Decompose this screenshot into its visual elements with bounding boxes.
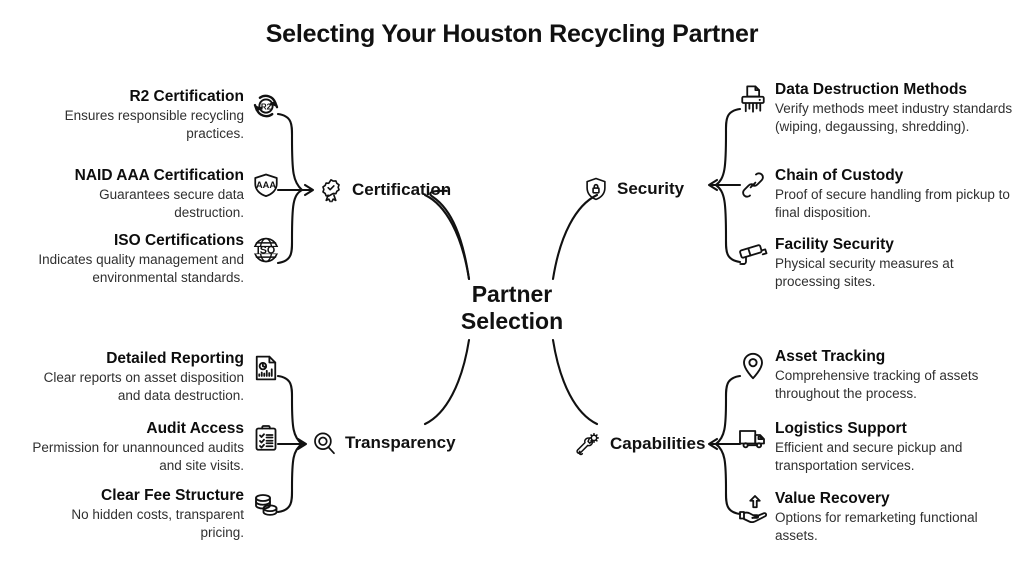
branch-label-capabilities: Capabilities: [610, 434, 706, 453]
paper-shredder-icon: [738, 84, 768, 114]
leaf-item-iso-certifications[interactable]: ISO Certifications Indicates quality man…: [0, 232, 281, 286]
leaf-description: Ensures responsible recycling practices.: [64, 108, 244, 141]
leaf-item-audit-access[interactable]: Audit Access Permission for unannounced …: [0, 420, 281, 474]
center-node-line2: Selection: [460, 308, 564, 335]
leaf-item-facility-security[interactable]: Facility Security Physical security meas…: [738, 236, 1024, 290]
leaf-title: Clear Fee Structure: [101, 487, 244, 504]
page-title: Selecting Your Houston Recycling Partner: [265, 20, 759, 48]
leaf-item-naid-aaa-certification[interactable]: NAID AAA Certification Guarantees secure…: [0, 167, 281, 221]
leaf-title: Facility Security: [775, 236, 894, 253]
shield-lock-icon: [583, 176, 609, 202]
award-badge-icon: [318, 177, 344, 203]
leaf-description: Efficient and secure pickup and transpor…: [775, 440, 963, 473]
branch-node-capabilities[interactable]: Capabilities: [576, 431, 705, 457]
leaf-description: Indicates quality management and environ…: [38, 252, 244, 285]
branch-label-security: Security: [617, 179, 685, 198]
wrench-gear-icon: [576, 431, 602, 457]
leaf-text: Facility Security Physical security meas…: [775, 236, 1015, 290]
leaf-item-asset-tracking[interactable]: Asset Tracking Comprehensive tracking of…: [738, 348, 1024, 402]
leaf-description: Comprehensive tracking of assets through…: [775, 368, 979, 401]
leaf-text: Chain of Custody Proof of secure handlin…: [775, 167, 1024, 221]
leaf-text: Detailed Reporting Clear reports on asse…: [29, 350, 244, 404]
magnifying-glass-icon: [311, 430, 337, 456]
leaf-text: Data Destruction Methods Verify methods …: [775, 81, 1015, 135]
report-chart-document-icon: [251, 353, 281, 383]
center-node: Partner Selection: [412, 281, 612, 335]
leaf-description: Options for remarketing functional asset…: [775, 510, 978, 543]
leaf-title: ISO Certifications: [113, 232, 244, 249]
leaf-title: Logistics Support: [775, 420, 907, 437]
svg-text:ISO: ISO: [257, 244, 276, 256]
leaf-text: R2 Certification Ensures responsible rec…: [29, 88, 244, 142]
leaf-title: R2 Certification: [129, 88, 244, 105]
leaf-title: NAID AAA Certification: [74, 167, 244, 184]
leaf-item-data-destruction-methods[interactable]: Data Destruction Methods Verify methods …: [738, 81, 1024, 135]
hand-up-arrow-icon: [738, 493, 768, 523]
leaf-title: Audit Access: [146, 420, 244, 437]
svg-text:AAA: AAA: [256, 180, 276, 190]
leaf-description: No hidden costs, transparent pricing.: [71, 507, 244, 540]
leaf-text: Asset Tracking Comprehensive tracking of…: [775, 348, 1015, 402]
leaf-title: Data Destruction Methods: [775, 81, 968, 98]
leaf-title: Chain of Custody: [775, 167, 904, 184]
r2-recycling-icon: R2: [251, 91, 281, 121]
leaf-item-logistics-support[interactable]: Logistics Support Efficient and secure p…: [738, 420, 1024, 474]
leaf-title: Asset Tracking: [775, 348, 886, 365]
leaf-item-clear-fee-structure[interactable]: Clear Fee Structure No hidden costs, tra…: [0, 487, 281, 541]
leaf-description: Verify methods meet industry standards (…: [775, 101, 1013, 134]
delivery-truck-icon: [738, 423, 768, 453]
leaf-title: Detailed Reporting: [106, 350, 244, 367]
leaf-text: Audit Access Permission for unannounced …: [29, 420, 244, 474]
leaf-text: NAID AAA Certification Guarantees secure…: [29, 167, 244, 221]
leaf-item-detailed-reporting[interactable]: Detailed Reporting Clear reports on asse…: [0, 350, 281, 404]
leaf-description: Proof of secure handling from pickup to …: [775, 187, 1010, 220]
leaf-description: Clear reports on asset disposition and d…: [43, 370, 244, 403]
cctv-camera-icon: [738, 239, 768, 269]
svg-text:R2: R2: [261, 102, 272, 111]
center-node-line1: Partner: [471, 281, 553, 307]
clipboard-checklist-icon: [251, 423, 281, 453]
leaf-text: Logistics Support Efficient and secure p…: [775, 420, 1015, 474]
map-pin-icon: [738, 351, 768, 381]
branch-label-transparency: Transparency: [345, 433, 456, 452]
leaf-text: ISO Certifications Indicates quality man…: [29, 232, 244, 286]
aaa-shield-icon: AAA: [251, 170, 281, 200]
leaf-text: Clear Fee Structure No hidden costs, tra…: [29, 487, 244, 541]
leaf-item-r2-certification[interactable]: R2 Certification Ensures responsible rec…: [0, 88, 281, 142]
branch-node-security[interactable]: Security: [583, 176, 684, 202]
branch-node-certification[interactable]: Certification: [318, 177, 451, 203]
branch-node-transparency[interactable]: Transparency: [311, 430, 456, 456]
iso-globe-icon: ISO: [251, 235, 281, 265]
branch-label-certification: Certification: [352, 180, 452, 199]
leaf-item-chain-of-custody[interactable]: Chain of Custody Proof of secure handlin…: [738, 167, 1024, 221]
chain-link-icon: [738, 170, 768, 200]
leaf-description: Guarantees secure data destruction.: [99, 187, 244, 220]
leaf-text: Value Recovery Options for remarketing f…: [775, 490, 1020, 544]
leaf-description: Physical security measures at processing…: [775, 256, 954, 289]
leaf-description: Permission for unannounced audits and si…: [32, 440, 244, 473]
leaf-title: Value Recovery: [775, 490, 890, 507]
leaf-item-value-recovery[interactable]: Value Recovery Options for remarketing f…: [738, 490, 1024, 544]
coin-stack-icon: [251, 490, 281, 520]
